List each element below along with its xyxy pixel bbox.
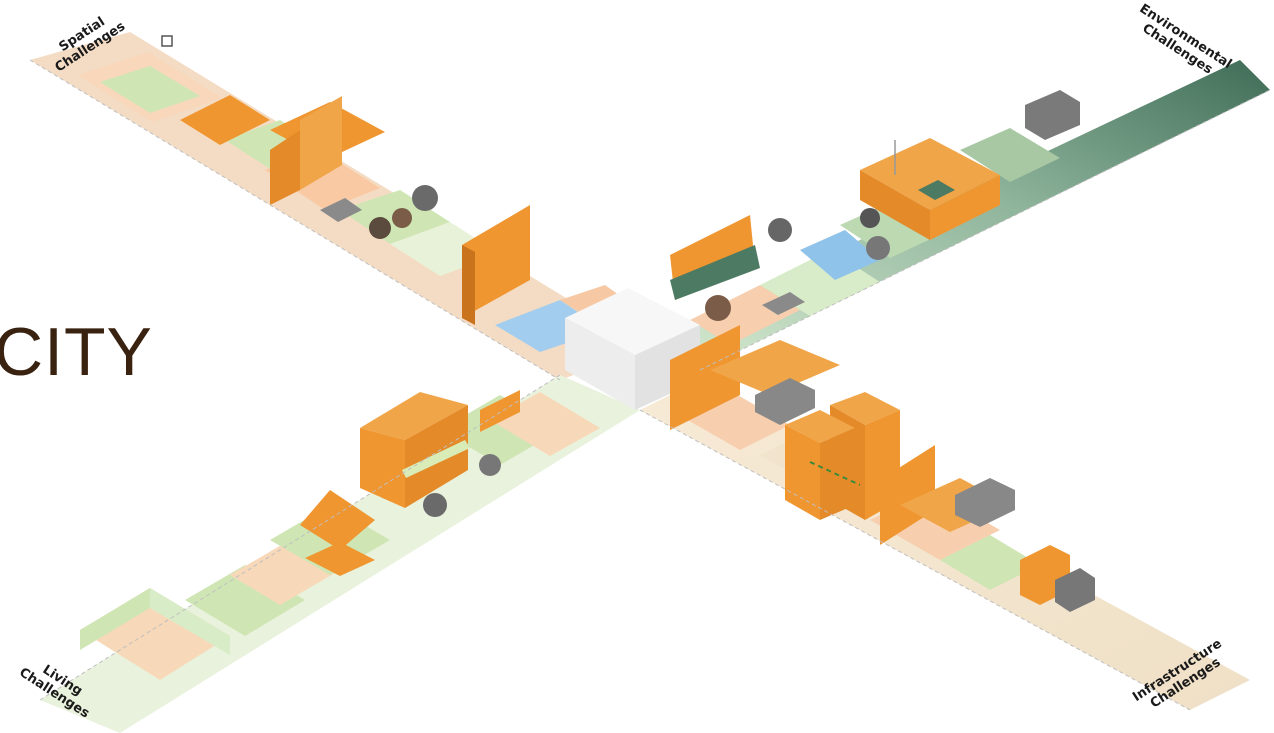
spatial-wall: [270, 130, 300, 205]
infra-canopy: [710, 340, 840, 395]
env-stage-floor: [670, 245, 760, 300]
infrastructure-structures: [670, 325, 1095, 612]
infra-wall: [670, 325, 740, 430]
infra-wall: [880, 445, 935, 545]
infra-tile: [940, 535, 1040, 590]
living-low-wall: [480, 390, 520, 432]
env-tile: [960, 128, 1060, 182]
tree: [423, 493, 447, 517]
tree: [369, 217, 391, 239]
living-stage: [305, 542, 375, 576]
infra-truck: [955, 478, 1015, 527]
env-factory-front: [860, 170, 930, 240]
env-tile: [690, 285, 800, 345]
spatial-car: [320, 198, 362, 222]
infra-block-front: [785, 425, 820, 520]
tree: [479, 454, 501, 476]
page-title: CITY: [0, 314, 153, 390]
tree: [860, 208, 880, 228]
living-tiered-seating: [300, 490, 375, 550]
spatial-wall: [300, 96, 342, 190]
env-water: [800, 230, 880, 280]
env-car: [762, 292, 805, 315]
solar-panel: [918, 180, 955, 200]
env-truck: [1025, 90, 1080, 140]
living-house-front: [360, 428, 405, 508]
tree: [412, 185, 438, 211]
tree: [768, 218, 792, 242]
basketball-hoop: [161, 35, 173, 47]
living-balcony: [402, 440, 470, 478]
infrastructure-arm: [640, 380, 1250, 710]
env-factory-side: [930, 175, 1000, 240]
spatial-tall-wall-side: [462, 245, 475, 325]
living-classroom-wall: [150, 588, 230, 655]
environmental-structures: [670, 90, 1080, 321]
spatial-tall-wall: [462, 205, 530, 318]
tree: [392, 208, 412, 228]
infra-tower-top: [830, 392, 900, 425]
strip-outlines: [29, 59, 1271, 711]
living-classroom-wall: [80, 588, 150, 650]
living-structures: [80, 390, 520, 655]
tree: [866, 236, 890, 260]
spatial-structures: [161, 35, 530, 325]
tree: [705, 295, 731, 321]
infra-route-arrow: [809, 461, 861, 486]
central-white-block: [565, 288, 700, 410]
infra-bus: [755, 378, 815, 425]
spatial-tile: [100, 66, 200, 113]
spatial-pavilion: [180, 95, 270, 145]
infra-container: [1055, 568, 1095, 612]
infra-block-top: [785, 410, 855, 443]
living-house-roof: [360, 392, 468, 440]
